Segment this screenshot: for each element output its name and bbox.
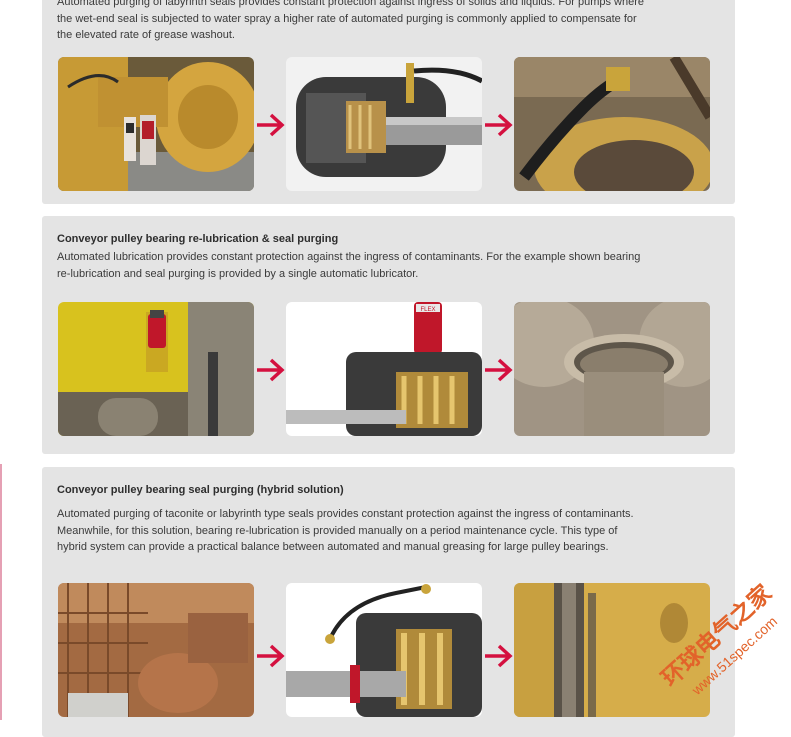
photo-pump-with-lubricators [58, 57, 254, 191]
section-hybrid-seal-purging: Conveyor pulley bearing seal purging (hy… [42, 467, 735, 737]
red-arrow-right-icon [255, 358, 285, 382]
red-arrow-right-icon [483, 644, 513, 668]
hybrid-description-line: hybrid system can provide a practical ba… [57, 541, 609, 553]
section-title: Conveyor pulley bearing re-lubrication &… [57, 233, 339, 245]
photo-lubricator-on-frame [58, 302, 254, 436]
lubricator-label: FLEX [420, 307, 435, 313]
red-arrow-right-icon [255, 113, 285, 137]
section-title: Conveyor pulley bearing seal purging (hy… [57, 484, 344, 496]
pump-description-line: the elevated rate of grease washout. [57, 29, 235, 41]
relube-description-line: Automated lubrication provides constant … [57, 251, 641, 263]
red-arrow-right-icon [483, 113, 513, 137]
photo-bearing-cutaway [286, 57, 482, 191]
pump-description: Automated purging of labyrinth seals pro… [57, 0, 717, 44]
photo-lubricator-bearing-cutaway: FLEX [286, 302, 482, 436]
hybrid-description-line: Automated purging of taconite or labyrin… [57, 508, 634, 520]
hybrid-description: Automated purging of taconite or labyrin… [57, 506, 717, 556]
red-arrow-right-icon [483, 358, 513, 382]
photo-pulley-seal-yellow [514, 583, 710, 717]
relube-description-line: re-lubrication and seal purging is provi… [57, 267, 419, 280]
pump-description-line: Automated purging of labyrinth seals pro… [57, 0, 644, 8]
photo-seal-grease-line [514, 57, 710, 191]
photo-contaminated-pulley-seal [514, 302, 710, 436]
section-pump-seal-purging: Automated purging of labyrinth seals pro… [42, 0, 735, 204]
photo-hybrid-bearing-cutaway [286, 583, 482, 717]
relube-description: Automated lubrication provides constant … [57, 249, 717, 282]
pump-description-line: the wet-end seal is subjected to water s… [57, 12, 637, 25]
photo-conveyor-drive-guard [58, 583, 254, 717]
red-arrow-right-icon [255, 644, 285, 668]
hybrid-description-line: Meanwhile, for this solution, bearing re… [57, 524, 618, 537]
section-conveyor-relubrication: Conveyor pulley bearing re-lubrication &… [42, 216, 735, 454]
page-edge-accent [0, 464, 2, 720]
